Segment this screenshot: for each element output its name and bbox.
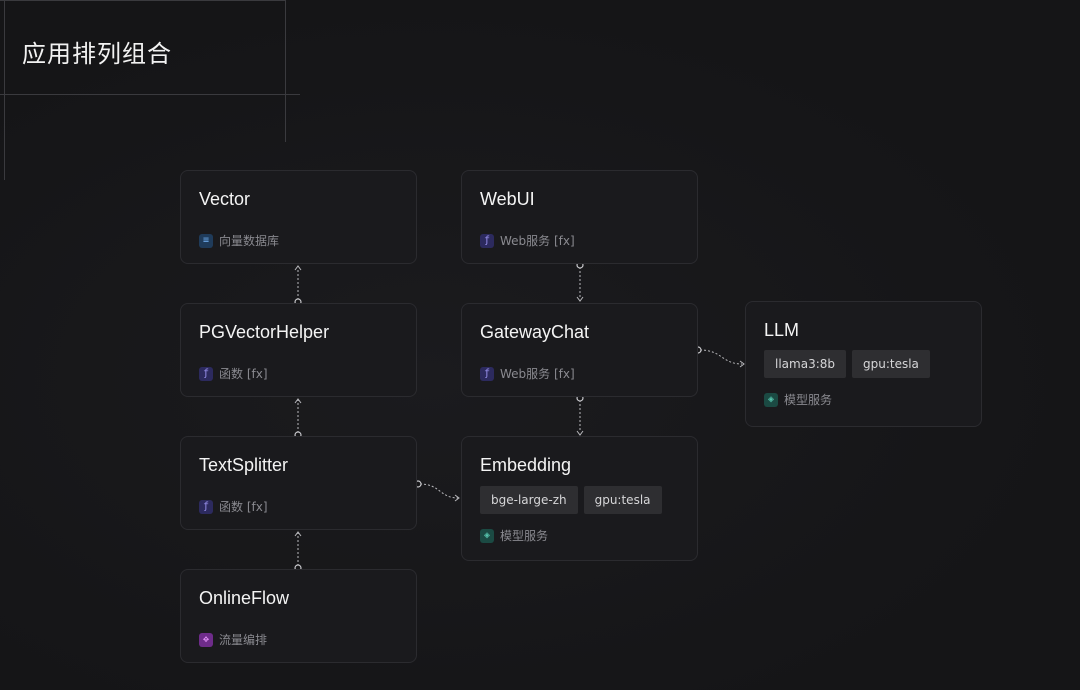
tag-gpu: gpu:tesla xyxy=(583,486,662,514)
node-title: OnlineFlow xyxy=(199,588,290,608)
node-subtitle-row: ƒ 函数 [fx] xyxy=(199,498,268,515)
tag-gpu: gpu:tesla xyxy=(852,350,930,378)
database-icon: ≡ xyxy=(199,233,213,248)
node-title: PGVectorHelper xyxy=(199,322,330,342)
tag-model-name: llama3:8b xyxy=(764,350,846,378)
node-title: Embedding xyxy=(480,455,572,475)
node-llm[interactable]: LLM llama3:8b gpu:tesla ◈ 模型服务 xyxy=(745,301,982,427)
tag-model-name: bge-large-zh xyxy=(480,486,578,514)
frame-line-bottom xyxy=(0,94,300,95)
node-subtitle: 模型服务 xyxy=(500,529,549,543)
function-icon: ƒ xyxy=(199,366,213,381)
node-vector[interactable]: Vector ≡ 向量数据库 xyxy=(180,170,417,264)
model-icon: ◈ xyxy=(480,528,494,543)
frame-line-right xyxy=(285,0,286,142)
node-subtitle-row: ◈ 模型服务 xyxy=(764,391,832,408)
edge-textsplitter-embedding xyxy=(419,483,459,499)
node-title: GatewayChat xyxy=(480,322,590,342)
node-subtitle-row: ƒ Web服务 [fx] xyxy=(480,232,575,249)
node-title: TextSplitter xyxy=(199,455,289,475)
node-subtitle: Web服务 [fx] xyxy=(500,367,575,381)
node-subtitle: 向量数据库 xyxy=(219,234,280,248)
arrow-right-llm xyxy=(739,360,745,368)
node-subtitle-row: ◈ 模型服务 xyxy=(480,527,548,544)
function-icon: ƒ xyxy=(480,366,494,381)
arrow-up-textsplitter xyxy=(294,531,302,537)
function-icon: ƒ xyxy=(480,233,494,248)
arrow-right-embedding xyxy=(454,494,460,502)
frame-line-top xyxy=(0,0,285,1)
node-subtitle-row: ≡ 向量数据库 xyxy=(199,232,279,249)
node-pgvectorhelper[interactable]: PGVectorHelper ƒ 函数 [fx] xyxy=(180,303,417,397)
node-subtitle-row: ƒ 函数 [fx] xyxy=(199,365,268,382)
arrow-down-embedding xyxy=(576,430,584,436)
arrow-up-vector xyxy=(294,265,302,271)
node-subtitle: 流量编排 xyxy=(219,633,268,647)
edge-gatewaychat-llm xyxy=(699,349,743,365)
tag-list: bge-large-zh gpu:tesla xyxy=(480,486,662,514)
node-subtitle-row: ✥ 流量编排 xyxy=(199,631,267,648)
node-title: WebUI xyxy=(480,189,535,209)
node-subtitle: 函数 [fx] xyxy=(219,500,268,514)
node-subtitle: 模型服务 xyxy=(784,393,833,407)
node-subtitle: Web服务 [fx] xyxy=(500,234,575,248)
arrow-down-gatewaychat xyxy=(576,296,584,302)
node-webui[interactable]: WebUI ƒ Web服务 [fx] xyxy=(461,170,698,264)
node-embedding[interactable]: Embedding bge-large-zh gpu:tesla ◈ 模型服务 xyxy=(461,436,698,561)
function-icon: ƒ xyxy=(199,499,213,514)
node-title: Vector xyxy=(199,189,251,209)
arrow-up-pgvectorhelper xyxy=(294,398,302,404)
node-gatewaychat[interactable]: GatewayChat ƒ Web服务 [fx] xyxy=(461,303,698,397)
flow-icon: ✥ xyxy=(199,632,213,647)
node-textsplitter[interactable]: TextSplitter ƒ 函数 [fx] xyxy=(180,436,417,530)
node-subtitle-row: ƒ Web服务 [fx] xyxy=(480,365,575,382)
tag-list: llama3:8b gpu:tesla xyxy=(764,350,930,378)
node-subtitle: 函数 [fx] xyxy=(219,367,268,381)
page-title: 应用排列组合 xyxy=(22,40,172,68)
node-title: LLM xyxy=(764,320,800,340)
model-icon: ◈ xyxy=(764,392,778,407)
node-onlineflow[interactable]: OnlineFlow ✥ 流量编排 xyxy=(180,569,417,663)
frame-line-left xyxy=(4,0,5,180)
